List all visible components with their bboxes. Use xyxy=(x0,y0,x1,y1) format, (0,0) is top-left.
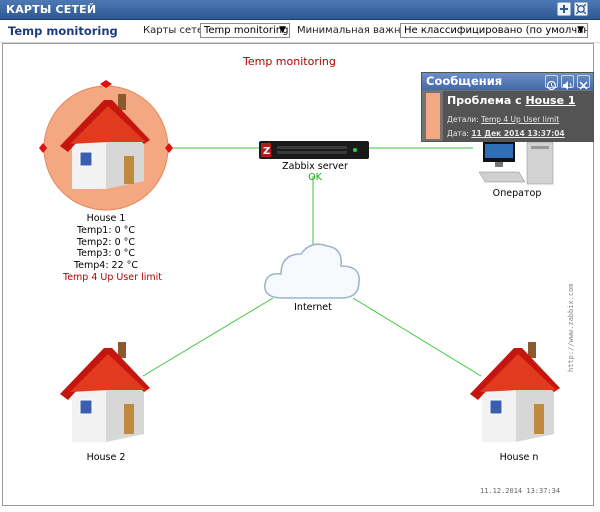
messages-popup: Сообщения Проблема с House 1 Детали: Tem… xyxy=(421,72,594,142)
house1-temp2: Temp2: 0 °C xyxy=(76,236,136,248)
housen-label: House n xyxy=(499,452,539,463)
map-timestamp: 11.12.2014 13:37:34 xyxy=(480,487,561,495)
window-title: КАРТЫ СЕТЕЙ xyxy=(6,3,97,16)
plus-icon xyxy=(560,5,568,13)
house1-name: House 1 xyxy=(86,213,126,224)
messages-header[interactable]: Сообщения xyxy=(422,73,593,91)
house1-label: House 1 Temp1: 0 °C Temp2: 0 °C Temp3: 0… xyxy=(63,213,162,284)
close-icon xyxy=(579,81,588,90)
link-internet-housen xyxy=(352,297,482,377)
server-name: Zabbix server xyxy=(282,161,348,172)
internet-label: Internet xyxy=(294,302,332,313)
add-to-favorites-button[interactable] xyxy=(557,2,571,16)
map-header: Temp monitoring Карты сетей Temp monitor… xyxy=(0,20,600,43)
problem-host-link[interactable]: House 1 xyxy=(525,94,576,107)
close-button[interactable] xyxy=(577,75,590,90)
severity-select-label: Минимальная важность xyxy=(297,25,424,36)
house1-temp3: Temp3: 0 °C xyxy=(76,248,136,260)
cloud-icon[interactable] xyxy=(261,240,365,302)
house2-label: House 2 xyxy=(86,452,126,463)
date-label: Дата: xyxy=(447,129,469,138)
map-title: Temp monitoring xyxy=(243,55,336,68)
details-line: Детали: Temp 4 Up User limit xyxy=(447,115,559,124)
server-status: OK xyxy=(308,172,322,183)
maps-select[interactable]: Temp monitoring ▼ xyxy=(200,23,290,38)
message-item: Проблема с House 1 Детали: Temp 4 Up Use… xyxy=(443,91,593,141)
house-icon[interactable] xyxy=(60,342,154,446)
house1-temp4: Temp4: 22 °C xyxy=(73,260,139,272)
house1-problem: Temp 4 Up User limit xyxy=(63,271,162,283)
house1-temp1: Temp1: 0 °C xyxy=(76,224,136,236)
svg-text:Z: Z xyxy=(263,146,270,157)
page-title: Temp monitoring xyxy=(8,24,118,38)
snooze-button[interactable] xyxy=(545,75,558,91)
severity-select[interactable]: Не классифицировано (по умолчанию) ▼ xyxy=(400,23,588,38)
problem-title: Проблема с House 1 xyxy=(447,94,576,107)
speaker-icon xyxy=(563,81,572,90)
mute-button[interactable] xyxy=(561,75,574,90)
operator-label: Оператор xyxy=(492,188,542,199)
problem-prefix: Проблема с xyxy=(447,94,522,107)
zabbix-watermark: http://www.zabbix.com xyxy=(567,283,575,372)
house-icon[interactable] xyxy=(470,342,564,446)
date-line: Дата: 11 Дек 2014 13:37:04 xyxy=(447,129,565,138)
severity-indicator xyxy=(426,93,440,139)
clock-icon xyxy=(546,80,557,91)
chevron-down-icon: ▼ xyxy=(577,25,584,35)
fullscreen-button[interactable] xyxy=(574,2,588,16)
link-internet-house2 xyxy=(142,297,274,377)
details-link[interactable]: Temp 4 Up User limit xyxy=(481,115,560,124)
details-label: Детали: xyxy=(447,115,479,124)
house-icon[interactable] xyxy=(60,94,154,190)
maps-select-value: Temp monitoring xyxy=(204,25,289,36)
fullscreen-icon xyxy=(576,4,586,14)
messages-title: Сообщения xyxy=(426,74,503,88)
maps-select-label: Карты сетей xyxy=(143,25,210,36)
window-titlebar: КАРТЫ СЕТЕЙ xyxy=(0,0,600,20)
severity-select-value: Не классифицировано (по умолчанию) xyxy=(404,25,587,36)
workstation-icon[interactable] xyxy=(479,142,559,186)
date-link[interactable]: 11 Дек 2014 13:37:04 xyxy=(471,129,565,138)
chevron-down-icon: ▼ xyxy=(279,25,286,35)
server-icon[interactable]: Z xyxy=(259,139,369,161)
